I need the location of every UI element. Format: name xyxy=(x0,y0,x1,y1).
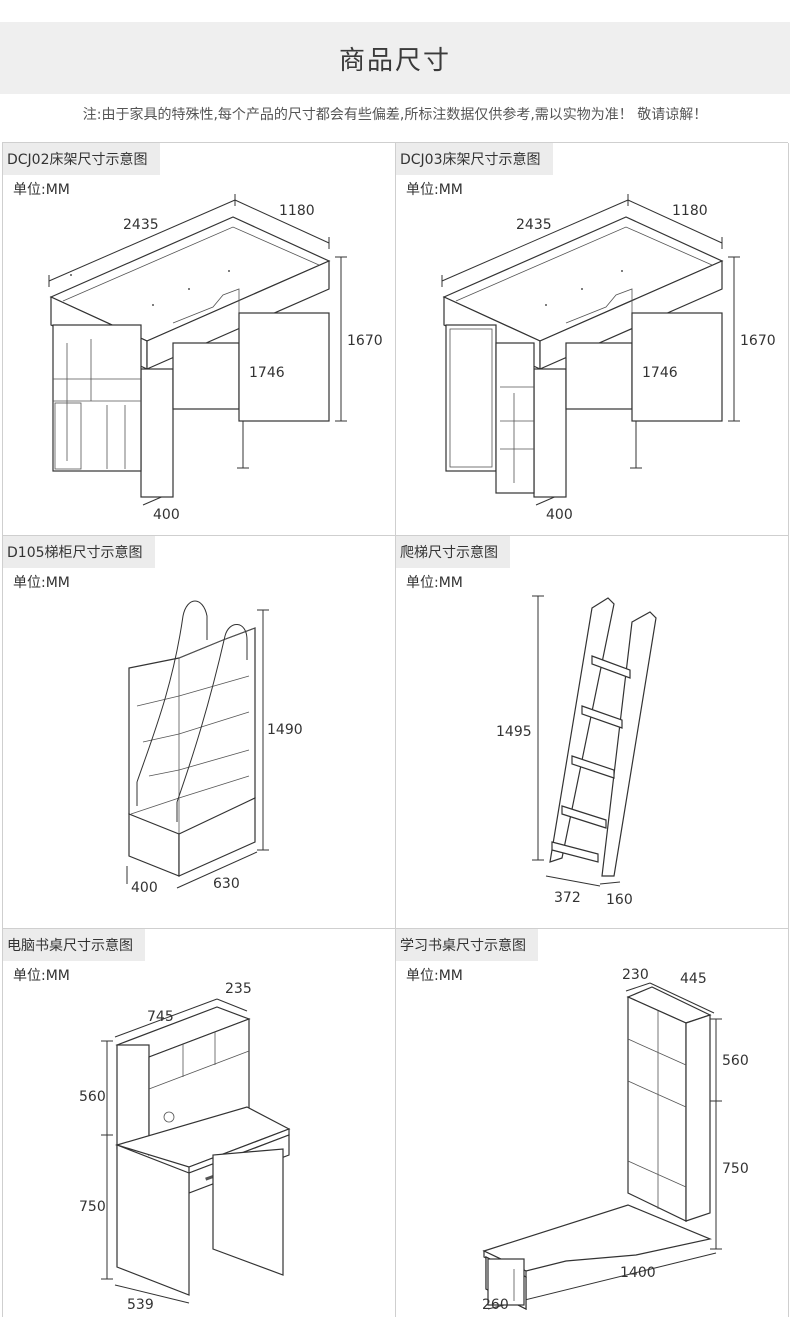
dim-width: 745 xyxy=(147,1009,174,1025)
dim-width: 1180 xyxy=(279,203,315,219)
panel-dcj03: DCJ03床架尺寸示意图 单位:MM xyxy=(396,143,789,536)
dim-hutch-height: 560 xyxy=(722,1053,749,1069)
panel-title: DCJ03床架尺寸示意图 xyxy=(396,143,553,175)
panel-title: 爬梯尺寸示意图 xyxy=(396,536,510,568)
dim-height: 1670 xyxy=(347,333,383,349)
dim-height: 1490 xyxy=(267,722,303,738)
dim-hutch-depth: 235 xyxy=(225,981,252,997)
dcj03-diagram: 2435 1180 1670 1746 400 xyxy=(441,194,776,523)
dim-top-depth: 230 xyxy=(622,967,649,983)
dim-depth: 400 xyxy=(153,507,180,523)
panel-title: 电脑书桌尺寸示意图 xyxy=(3,929,145,961)
disclaimer-notice: 注:由于家具的特殊性,每个产品的尺寸都会有些偏差,所标注数据仅供参考,需以实物为… xyxy=(82,107,708,123)
dim-depth: 400 xyxy=(546,507,573,523)
dim-height-label: 1495 xyxy=(496,724,532,740)
unit-label: 单位:MM xyxy=(406,182,463,198)
panel-d105: D105梯柜尺寸示意图 单位:MM 1490 400 xyxy=(3,536,396,929)
dim-inner: 1746 xyxy=(642,365,678,381)
panel-ladder: 爬梯尺寸示意图 单位:MM 1495 1495 372 160 xyxy=(396,536,789,929)
unit-label: 单位:MM xyxy=(406,968,463,984)
dimension-grid: DCJ02床架尺寸示意图 单位:MM xyxy=(2,142,789,1317)
dim-width: 630 xyxy=(213,876,240,892)
unit-label: 单位:MM xyxy=(13,575,70,591)
dim-desk-height: 750 xyxy=(79,1199,106,1215)
study-desk-diagram: 230 445 560 750 1400 260 xyxy=(482,967,749,1313)
dim-length: 2435 xyxy=(516,217,552,233)
panel-dcj02: DCJ02床架尺寸示意图 单位:MM xyxy=(3,143,396,536)
ladder-diagram: 1495 1495 372 160 xyxy=(496,595,657,908)
panel-title: DCJ02床架尺寸示意图 xyxy=(3,143,160,175)
dim-depth: 400 xyxy=(131,880,158,896)
dim-width: 160 xyxy=(606,892,633,908)
panel-computer-desk: 电脑书桌尺寸示意图 单位:MM 7 xyxy=(3,929,396,1317)
dim-depth: 260 xyxy=(482,1297,509,1313)
unit-label: 单位:MM xyxy=(13,968,70,984)
dcj02-diagram: 2435 1180 1670 1746 400 xyxy=(48,194,383,523)
panel-title: 学习书桌尺寸示意图 xyxy=(396,929,538,961)
section-title-bar: 商品尺寸 xyxy=(0,22,790,94)
dim-depth: 372 xyxy=(554,890,581,906)
dim-depth: 539 xyxy=(127,1297,154,1313)
d105-diagram: 1490 400 630 xyxy=(126,600,303,896)
dim-top-width: 445 xyxy=(680,971,707,987)
dim-width: 1180 xyxy=(672,203,708,219)
dim-height: 1670 xyxy=(740,333,776,349)
dim-inner: 1746 xyxy=(249,365,285,381)
dim-desk-height: 750 xyxy=(722,1161,749,1177)
unit-label: 单位:MM xyxy=(406,575,463,591)
panel-title: D105梯柜尺寸示意图 xyxy=(3,536,155,568)
page-title: 商品尺寸 xyxy=(338,45,451,76)
computer-desk-diagram: 745 235 560 750 539 xyxy=(79,981,291,1313)
unit-label: 单位:MM xyxy=(13,182,70,198)
dim-hutch-height: 560 xyxy=(79,1089,106,1105)
dim-length: 1400 xyxy=(620,1265,656,1281)
panel-study-desk: 学习书桌尺寸示意图 单位:MM 230 xyxy=(396,929,789,1317)
dim-length: 2435 xyxy=(123,217,159,233)
